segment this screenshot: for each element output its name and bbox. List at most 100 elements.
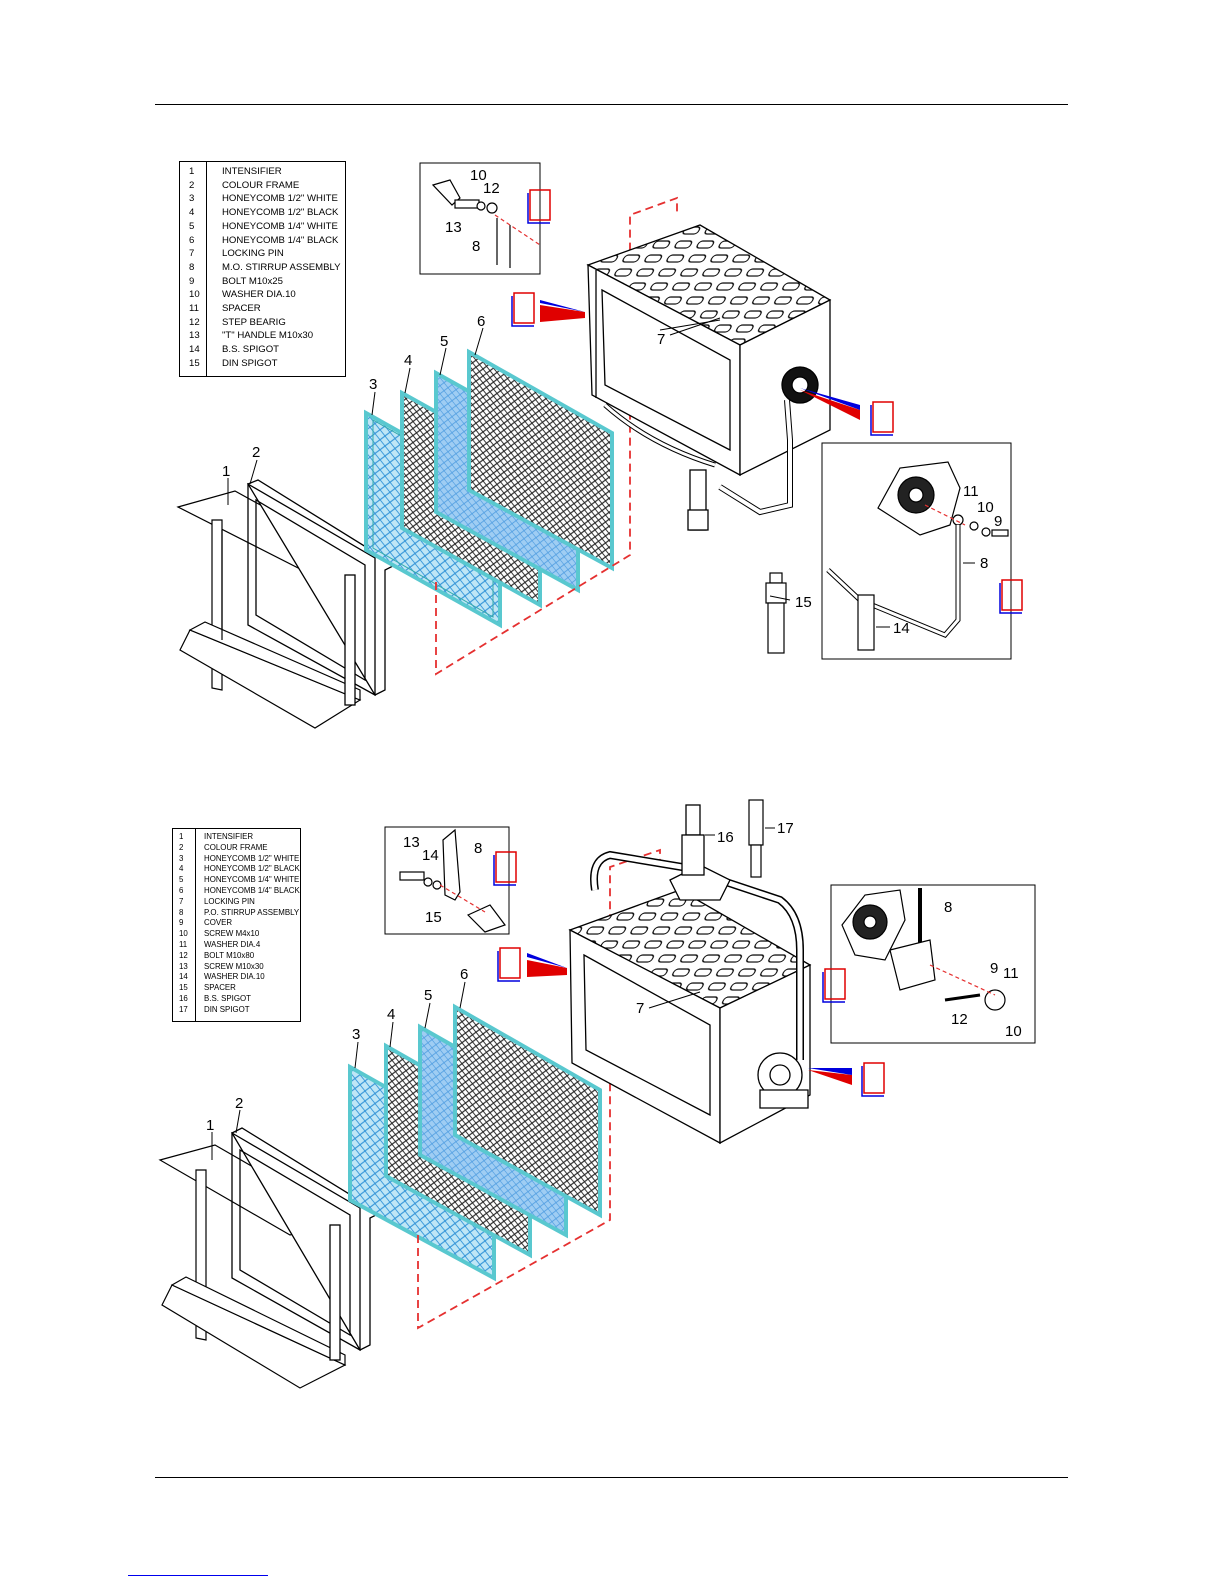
honeycomb-6b bbox=[453, 1003, 602, 1219]
part-number: 2 bbox=[179, 842, 184, 852]
diagram-1-group bbox=[176, 162, 1023, 729]
parts-row: 6 HONEYCOMB 1/4" BLACK bbox=[173, 886, 300, 897]
din-spigot-15 bbox=[765, 572, 787, 654]
part-name: DIN SPIGOT bbox=[204, 1004, 250, 1014]
callout-2-6: 6 bbox=[460, 966, 468, 983]
part-number: 17 bbox=[179, 1004, 188, 1014]
detail-box-1b bbox=[821, 442, 1012, 660]
callout-2-16: 16 bbox=[717, 829, 734, 846]
part-number: 13 bbox=[179, 961, 188, 971]
callout-2-3: 3 bbox=[352, 1026, 360, 1043]
part-number: 11 bbox=[189, 303, 199, 314]
part-name: BOLT M10x25 bbox=[222, 275, 283, 287]
part-name: COVER bbox=[204, 918, 233, 928]
callout-6: 6 bbox=[477, 313, 485, 330]
part-name: WASHER DIA.10 bbox=[204, 972, 265, 982]
direction-marker-2c bbox=[493, 851, 517, 886]
callout-2-2: 2 bbox=[235, 1095, 243, 1112]
part-number: 12 bbox=[189, 316, 200, 328]
callout-7: 7 bbox=[657, 331, 665, 348]
parts-row: 12 STEP BEARIG bbox=[180, 317, 345, 331]
din-spigot-17 bbox=[748, 799, 764, 878]
callout-10b: 10 bbox=[977, 499, 994, 516]
part-number: 8 bbox=[179, 907, 184, 917]
part-number: 6 bbox=[179, 886, 184, 895]
part-number: 3 bbox=[189, 193, 195, 205]
part-name: COLOUR FRAME bbox=[222, 179, 300, 191]
callout-2-15a: 15 bbox=[425, 909, 442, 926]
callout-5: 5 bbox=[440, 333, 448, 350]
part-name: HONEYCOMB 1/4" BLACK bbox=[222, 234, 339, 246]
part-name: HONEYCOMB 1/4" WHITE bbox=[222, 220, 338, 232]
parts-row: 8 P.O. STIRRUP ASSEMBLY bbox=[173, 908, 300, 919]
callout-2-14a: 14 bbox=[422, 847, 439, 864]
cover-detail bbox=[841, 888, 1006, 1011]
parts-row: 4 HONEYCOMB 1/2" BLACK bbox=[173, 864, 300, 875]
part-name: B.S. SPIGOT bbox=[204, 994, 251, 1003]
callout-2-10b: 10 bbox=[1005, 1023, 1022, 1040]
part-name: COLOUR FRAME bbox=[204, 842, 268, 852]
part-number: 6 bbox=[189, 234, 195, 246]
part-name: BOLT M10x80 bbox=[204, 950, 255, 960]
part-name: HONEYCOMB 1/2" WHITE bbox=[204, 853, 300, 863]
part-number: 7 bbox=[179, 896, 184, 906]
direction-arrow-2b bbox=[808, 1062, 885, 1097]
callout-9b: 9 bbox=[994, 513, 1002, 530]
callout-2-17: 17 bbox=[777, 820, 794, 837]
lamp-housing-1 bbox=[586, 224, 832, 531]
detail-box-2a bbox=[384, 826, 510, 935]
part-name: WASHER DIA.4 bbox=[204, 940, 261, 949]
callout-2-9b: 9 bbox=[990, 960, 998, 977]
callout-14b: 14 bbox=[893, 620, 910, 637]
part-name: P.O. STIRRUP ASSEMBLY bbox=[204, 907, 300, 917]
parts-row: 2 COLOUR FRAME bbox=[180, 180, 345, 194]
honeycomb-6 bbox=[467, 348, 614, 572]
part-number: 14 bbox=[189, 344, 200, 356]
callout-8a: 8 bbox=[472, 238, 480, 255]
parts-row: 9 BOLT M10x25 bbox=[180, 276, 345, 290]
direction-marker-3 bbox=[527, 189, 551, 224]
part-number: 14 bbox=[179, 972, 188, 982]
part-number: 9 bbox=[189, 275, 195, 287]
direction-arrow-2 bbox=[800, 388, 894, 436]
part-name: "T" HANDLE M10x30 bbox=[222, 330, 314, 342]
part-number: 15 bbox=[189, 357, 200, 369]
parts-row: 16 B.S. SPIGOT bbox=[173, 994, 300, 1005]
part-number: 8 bbox=[189, 261, 195, 273]
part-name: INTENSIFIER bbox=[222, 166, 282, 177]
part-name: HONEYCOMB 1/2" BLACK bbox=[204, 864, 300, 874]
part-name: HONEYCOMB 1/2" BLACK bbox=[222, 207, 339, 219]
callout-leaders-1 bbox=[227, 317, 975, 628]
callout-2-1: 1 bbox=[206, 1117, 214, 1134]
part-number: 7 bbox=[189, 248, 195, 260]
part-name: SCREW M4x10 bbox=[204, 929, 260, 939]
parts-row: 13"T" HANDLE M10x30 bbox=[180, 330, 345, 344]
part-name: SPACER bbox=[204, 983, 236, 993]
part-name: HONEYCOMB 1/4" BLACK bbox=[204, 886, 300, 895]
part-number: 2 bbox=[189, 179, 195, 191]
callout-2-7: 7 bbox=[636, 1000, 644, 1017]
callout-leaders-2 bbox=[211, 827, 775, 1160]
parts-row: 6 HONEYCOMB 1/4" BLACK bbox=[180, 235, 345, 249]
callout-15: 15 bbox=[795, 594, 812, 611]
part-number: 4 bbox=[179, 864, 184, 874]
detail-box-2b bbox=[830, 884, 1036, 1044]
callout-2-5: 5 bbox=[424, 987, 432, 1004]
part-name: LOCKING PIN bbox=[222, 248, 284, 260]
stirrup-detail bbox=[826, 461, 1009, 651]
part-number: 1 bbox=[189, 166, 195, 177]
part-name: STEP BEARIG bbox=[222, 316, 286, 328]
part-number: 16 bbox=[179, 994, 188, 1003]
